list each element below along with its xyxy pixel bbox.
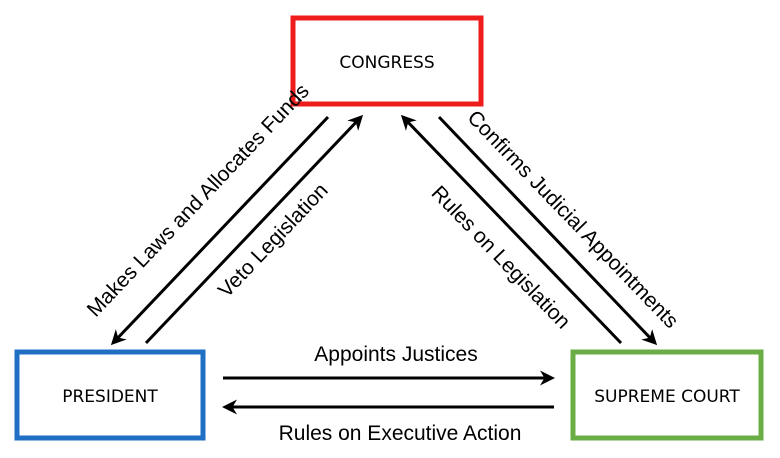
makes-laws-label: Makes Laws and Allocates Funds <box>83 80 314 322</box>
supreme-court-box <box>570 349 764 441</box>
veto-arrow <box>144 114 364 345</box>
congress-box <box>290 15 484 107</box>
supreme-court-label: SUPREME COURT <box>594 387 740 407</box>
congress-label: CONGRESS <box>339 53 434 73</box>
appoints-label: Appoints Justices <box>314 343 477 366</box>
congress-node: CONGRESS <box>290 15 484 107</box>
president-label: PRESIDENT <box>62 387 158 407</box>
confirms-label: Confirms Judicial Appointments <box>463 106 683 333</box>
rules-legislation-arrow <box>400 114 623 345</box>
president-node: PRESIDENT <box>14 349 206 441</box>
rules-executive-label: Rules on Executive Action <box>279 422 522 445</box>
confirms-arrow <box>437 115 658 346</box>
makes-laws-arrow <box>110 115 330 346</box>
veto-label: Veto Legislation <box>214 179 333 302</box>
president-box <box>14 349 206 441</box>
supreme-court-node: SUPREME COURT <box>570 349 764 441</box>
